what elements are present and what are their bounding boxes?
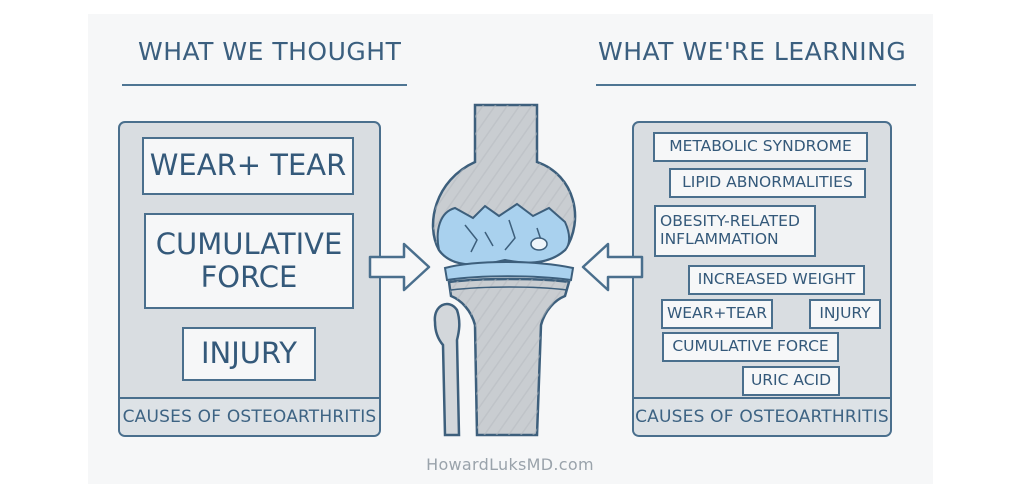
tag-injury: INJURY [182,327,316,381]
panel-what-were-learning: METABOLIC SYNDROME LIPID ABNORMALITIES O… [632,121,892,437]
heading-what-we-thought: WHAT WE THOUGHT [138,37,402,66]
tag-lipid-abnormalities: LIPID ABNORMALITIES [669,168,866,198]
tag-obesity-related-inflammation: OBESITY-RELATED INFLAMMATION [654,205,816,257]
arrow-left-icon [581,242,644,292]
tag-wear-tear-small: WEAR+TEAR [661,299,773,329]
tag-uric-acid: URIC ACID [742,366,840,396]
credit-text: HowardLuksMD.com [426,455,594,474]
knee-joint-icon [431,103,577,437]
tag-wear-tear: WEAR+ TEAR [142,137,354,195]
tag-cumulative-force: CUMULATIVE FORCE [144,213,354,309]
heading-underline-right [596,84,916,86]
tag-injury-small: INJURY [809,299,881,329]
tag-metabolic-syndrome: METABOLIC SYNDROME [653,132,868,162]
panel-footer-right: CAUSES OF OSTEOARTHRITIS [634,397,890,435]
tag-cumulative-force-small: CUMULATIVE FORCE [662,332,839,362]
heading-underline-left [122,84,407,86]
panel-what-we-thought: WEAR+ TEAR CUMULATIVE FORCE INJURY CAUSE… [118,121,381,437]
heading-what-were-learning: WHAT WE'RE LEARNING [598,37,907,66]
tag-increased-weight: INCREASED WEIGHT [688,265,865,295]
arrow-right-icon [368,242,431,292]
panel-footer-left: CAUSES OF OSTEOARTHRITIS [120,397,379,435]
